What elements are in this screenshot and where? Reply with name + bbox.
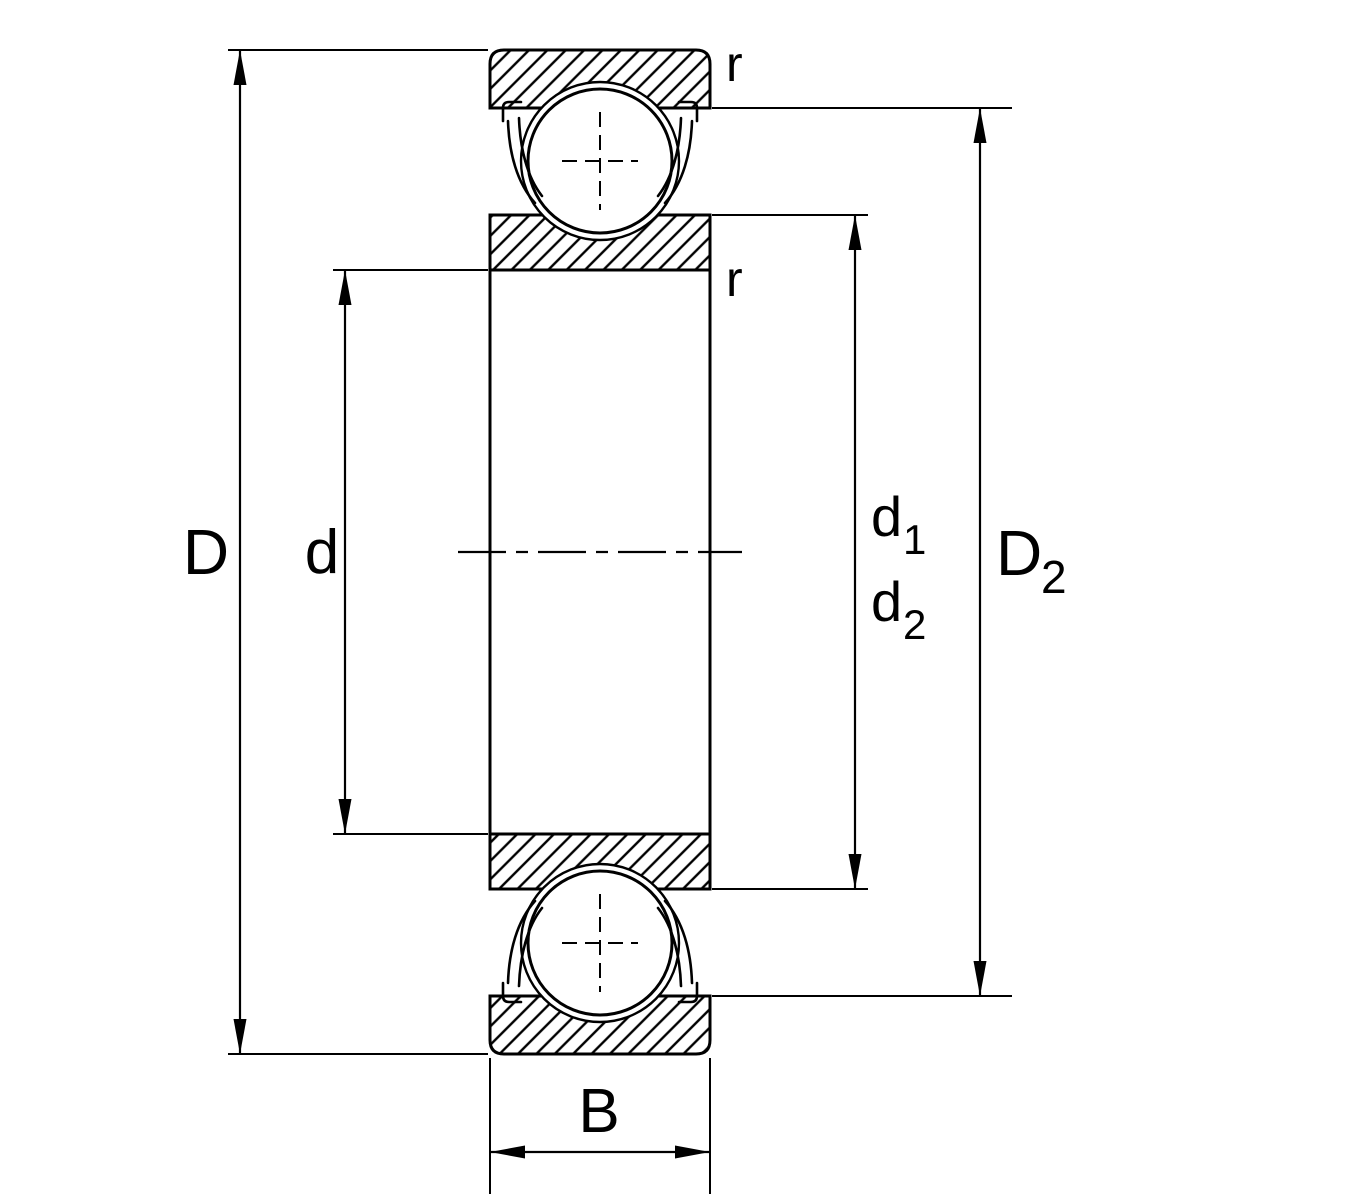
label-d1-subscript: 1 <box>903 516 926 563</box>
label-D2-subscript: 2 <box>1041 551 1067 603</box>
shield-top-right <box>656 100 699 205</box>
dimension-bore-diameter-d: d <box>305 269 488 835</box>
dimension-shoulder-diameters-d1-d2: d 1 d 2 <box>712 214 926 890</box>
label-D: D <box>183 516 229 588</box>
label-B: B <box>578 1077 619 1146</box>
label-r-outer: r <box>726 36 743 92</box>
dimension-recess-diameter-D2: D 2 <box>712 107 1067 997</box>
label-d2-subscript: 2 <box>903 601 926 648</box>
outer-ring-bottom <box>488 994 712 1056</box>
shield-bottom-right <box>656 899 699 1004</box>
label-D2: D <box>996 517 1042 589</box>
top-half-section <box>488 48 712 272</box>
bottom-half-section <box>488 832 712 1056</box>
chamfer-radius-callouts: r r <box>726 36 743 307</box>
outer-ring-top <box>488 48 712 110</box>
dimension-width-B: B <box>489 1058 711 1194</box>
label-d2: d <box>871 570 902 633</box>
label-r-inner: r <box>726 251 743 307</box>
bearing-cross-section <box>458 48 742 1056</box>
label-d: d <box>305 518 339 587</box>
shield-bottom-left <box>501 899 544 1004</box>
dimension-outer-diameter-D: D <box>183 49 488 1055</box>
label-d1: d <box>871 485 902 548</box>
shield-top-left <box>501 100 544 205</box>
